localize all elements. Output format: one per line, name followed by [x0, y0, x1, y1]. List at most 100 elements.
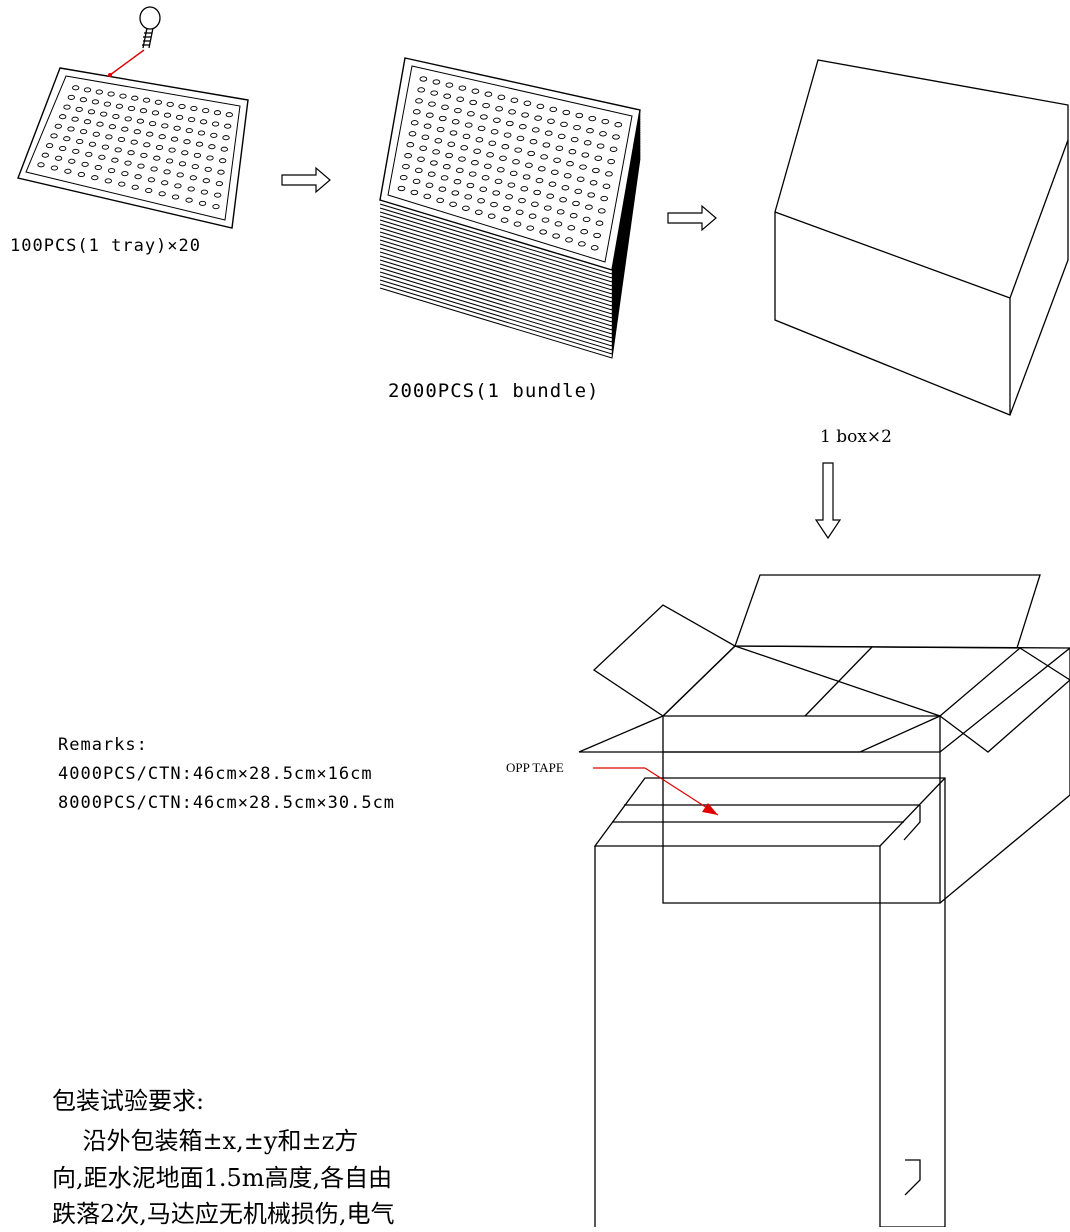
- tray-cell: [119, 182, 125, 186]
- tray-cell: [60, 146, 66, 150]
- tray-cell: [488, 214, 495, 218]
- tray-cell: [463, 134, 470, 138]
- tray-cell: [441, 176, 448, 180]
- tray-cell: [73, 86, 79, 90]
- tray-cell: [431, 91, 438, 95]
- tray-cell: [221, 147, 227, 151]
- rotor-leader-line: [110, 50, 144, 75]
- tray-cell: [615, 122, 622, 126]
- tray-cell: [164, 113, 170, 117]
- process-arrow-1: [282, 168, 330, 192]
- tray-cell: [122, 127, 128, 131]
- tray-cell: [214, 111, 220, 115]
- tray-cell: [203, 109, 209, 113]
- tray-cell: [164, 170, 170, 174]
- tray-cell: [60, 115, 66, 119]
- tray-cell: [502, 144, 509, 148]
- tray-cell: [76, 107, 82, 111]
- tray-cell: [506, 121, 513, 125]
- tray-cell: [481, 115, 488, 119]
- closed-box-drawing: [775, 60, 1068, 415]
- tray-cell: [478, 199, 485, 203]
- tray-cell: [211, 133, 217, 137]
- tray-cell: [484, 164, 491, 168]
- tray-cell: [186, 198, 192, 202]
- tray-cell: [606, 172, 613, 176]
- tray-cell: [478, 126, 485, 130]
- tray-cell: [426, 183, 433, 187]
- tray-cell: [558, 134, 565, 138]
- tray-cell: [179, 162, 185, 166]
- tray-cell: [442, 105, 449, 109]
- tray-cell: [73, 149, 79, 153]
- tray-cell: [589, 116, 596, 120]
- tray-cell: [51, 134, 57, 138]
- tray-cell: [137, 119, 143, 123]
- tray-cell: [218, 170, 224, 174]
- opp-tape-label: OPP TAPE: [506, 760, 564, 775]
- tray-cell: [186, 129, 192, 133]
- tray-cell: [106, 135, 112, 139]
- tray-cell: [159, 135, 165, 139]
- tray-cell: [450, 202, 457, 206]
- tray-cell: [568, 226, 575, 230]
- tray-cell: [422, 135, 429, 139]
- tray-cell: [155, 100, 161, 104]
- tray-cell: [613, 135, 620, 139]
- tray-cell: [575, 189, 582, 193]
- tray-cell: [118, 137, 124, 141]
- tray-cell: [92, 176, 98, 180]
- tray-cell: [141, 153, 147, 157]
- tray-cell: [122, 172, 128, 176]
- tray-cell: [188, 187, 194, 191]
- tray-cell: [429, 102, 436, 106]
- tray-cell: [405, 153, 412, 157]
- tray-cell: [80, 130, 86, 134]
- tray-cell: [205, 167, 211, 171]
- tray-cell: [215, 193, 221, 197]
- tray-cell: [489, 141, 496, 145]
- tray-cell: [448, 142, 455, 146]
- tray-cell: [576, 113, 583, 117]
- tray-cell: [586, 205, 593, 209]
- tray-cell: [68, 127, 74, 131]
- opp-tape-arrowhead: [702, 803, 718, 815]
- tray-cell: [577, 177, 584, 181]
- tray-cell: [537, 104, 544, 108]
- tray-cell: [511, 98, 518, 102]
- tray-cell: [593, 168, 600, 172]
- tray-cell: [192, 165, 198, 169]
- tray-cell: [174, 126, 180, 130]
- tray-cell: [567, 161, 574, 165]
- tray-cell: [203, 179, 209, 183]
- tray-cell: [437, 127, 444, 131]
- tray-cell: [480, 187, 487, 191]
- tray-cell: [562, 186, 569, 190]
- tray-cell: [569, 149, 576, 153]
- tray-cell: [149, 122, 155, 126]
- tray-cell: [424, 124, 431, 128]
- tray-cell: [601, 196, 608, 200]
- tray-cell: [543, 143, 550, 147]
- tray-cell: [465, 123, 472, 127]
- tray-cell: [190, 176, 196, 180]
- tray-cell: [151, 167, 157, 171]
- tray-cell: [152, 111, 158, 115]
- tray-cell: [608, 159, 615, 163]
- tray-cell: [504, 206, 511, 210]
- tray-cell: [515, 148, 522, 152]
- tray-cell: [209, 145, 215, 149]
- tray-cell: [146, 188, 152, 192]
- tray-cell: [439, 187, 446, 191]
- tray-cell: [459, 86, 466, 90]
- motor-rotor-icon: [140, 7, 160, 48]
- tray-cell: [101, 112, 107, 116]
- tray-cell: [521, 187, 528, 191]
- rotor-leader-dot: [108, 73, 112, 77]
- tray-cell: [508, 183, 515, 187]
- tray-cell: [582, 153, 589, 157]
- tray-cell: [459, 157, 466, 161]
- tray-cell: [536, 178, 543, 182]
- tray-cell: [504, 133, 511, 137]
